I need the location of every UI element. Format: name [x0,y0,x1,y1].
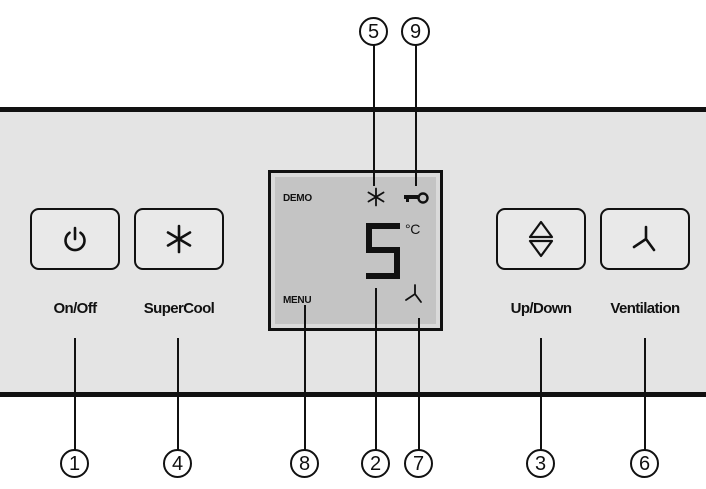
supercool-button[interactable] [134,208,224,270]
power-icon [60,224,90,254]
onoff-button[interactable] [30,208,120,270]
fan-indicator-icon [403,283,425,310]
onoff-label: On/Off [53,300,97,317]
callout-3: 3 [526,449,555,478]
updown-button[interactable] [496,208,586,270]
callout-line-5 [373,44,375,186]
callout-7: 7 [404,449,433,478]
digit-display: 5 [363,221,403,288]
snowflake-icon [163,223,195,255]
snowflake-indicator-icon [366,187,386,212]
callout-9: 9 [401,17,430,46]
lcd-screen [275,177,436,324]
callout-line-9 [415,44,417,186]
updown-label: Up/Down [510,300,572,317]
up-down-arrows-icon [526,219,556,259]
unit-celsius: °C [405,221,421,237]
callout-8: 8 [290,449,319,478]
fan-icon [629,223,661,255]
demo-indicator: DEMO [283,193,312,204]
callout-line-4 [177,338,179,450]
ventilation-button[interactable] [600,208,690,270]
lcd-display: DEMO MENU °C 5 [268,170,443,331]
supercool-label: SuperCool [143,300,215,317]
key-icon [404,191,430,209]
callout-6: 6 [630,449,659,478]
callout-line-3 [540,338,542,450]
callout-2: 2 [361,449,390,478]
ventilation-label: Ventilation [610,300,680,317]
callout-4: 4 [163,449,192,478]
callout-line-6 [644,338,646,450]
callout-line-7 [418,318,420,450]
callout-line-8 [304,305,306,450]
callout-1: 1 [60,449,89,478]
callout-line-1 [74,338,76,450]
menu-indicator: MENU [283,295,312,306]
callout-5: 5 [359,17,388,46]
callout-line-2 [375,288,377,450]
